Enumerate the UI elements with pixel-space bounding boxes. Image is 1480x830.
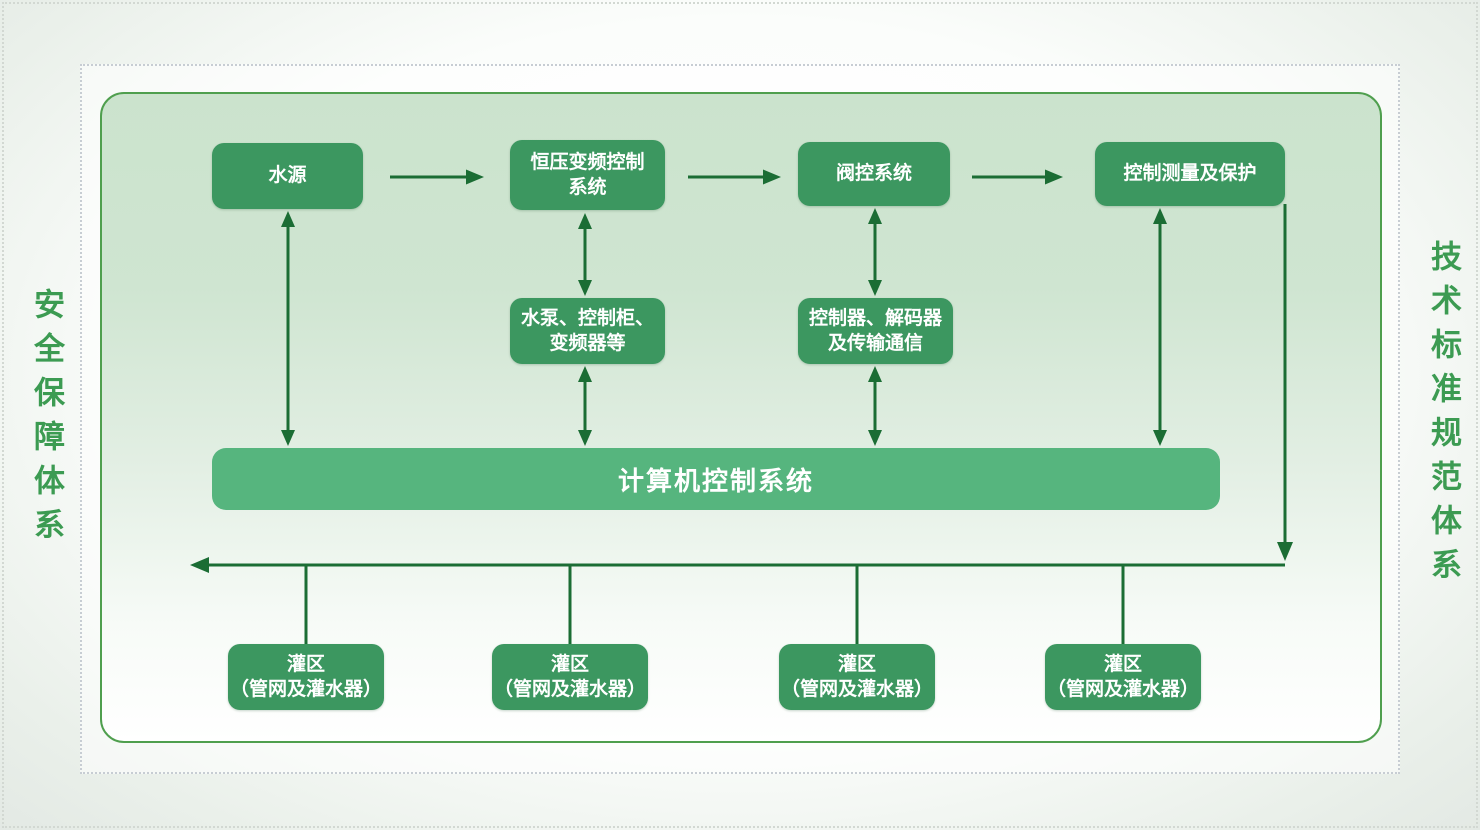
node-label: 阀控系统 xyxy=(835,163,912,185)
node-label: 及传输通信 xyxy=(827,333,923,354)
node-computer-control-system: 计算机控制系统 xyxy=(212,448,1220,510)
node-irrigation-area-4: 灌区 （管网及灌水器） xyxy=(1045,644,1201,710)
node-label: 灌区 xyxy=(550,653,589,675)
right-vertical-label: 技术标准规范体系 xyxy=(1426,240,1461,592)
node-label: 恒压变频控制 xyxy=(530,151,645,173)
node-irrigation-area-3: 灌区 （管网及灌水器） xyxy=(779,644,935,710)
left-vertical-label: 安全保障体系 xyxy=(29,288,64,552)
node-controller-decoder: 控制器、解码器 及传输通信 xyxy=(798,298,953,364)
node-label: 灌区 xyxy=(286,653,325,675)
node-constant-pressure-vfd: 恒压变频控制 系统 xyxy=(510,140,665,210)
node-label: 水源 xyxy=(268,165,307,187)
node-water-source: 水源 xyxy=(212,143,363,209)
node-label: （管网及灌水器） xyxy=(780,679,933,700)
node-label: （管网及灌水器） xyxy=(493,679,646,700)
node-irrigation-area-1: 灌区 （管网及灌水器） xyxy=(228,644,384,710)
node-irrigation-area-2: 灌区 （管网及灌水器） xyxy=(492,644,648,710)
node-control-measurement: 控制测量及保护 xyxy=(1095,142,1285,206)
bar-label: 计算机控制系统 xyxy=(617,465,814,496)
node-label: 系统 xyxy=(568,177,607,198)
node-label: 灌区 xyxy=(837,653,876,675)
node-valve-control: 阀控系统 xyxy=(798,142,950,206)
node-label: （管网及灌水器） xyxy=(1046,679,1199,700)
node-label: 水泵、控制柜、 xyxy=(520,307,654,329)
node-label: 控制测量及保护 xyxy=(1123,163,1257,185)
node-label: 灌区 xyxy=(1103,653,1142,675)
node-label: 控制器、解码器 xyxy=(808,307,942,329)
node-label: （管网及灌水器） xyxy=(229,679,382,700)
node-label: 变频器等 xyxy=(549,333,626,354)
node-pump-cabinet-vfd: 水泵、控制柜、 变频器等 xyxy=(510,298,665,364)
